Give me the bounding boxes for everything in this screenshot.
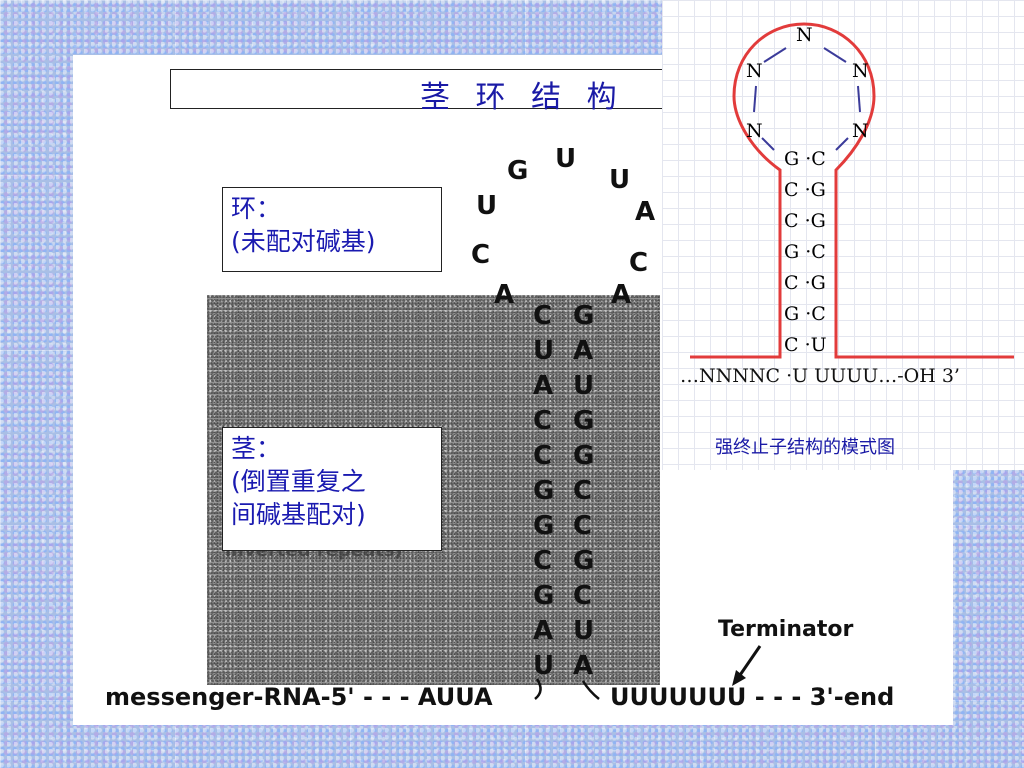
stem-right-base: G [573,546,595,576]
loop-base: A [611,280,632,310]
loop-node: N [852,120,869,142]
stem-left-base: A [533,371,554,401]
page-title: 茎 环 结 构 [420,80,625,115]
stem-label-desc-2: 间碱基配对) [231,500,366,529]
stem-right-base: C [573,581,593,611]
stem-left-base: U [533,651,555,681]
stem-label-desc-1: (倒置重复之 [231,467,366,496]
terminator-label: Terminator [718,617,854,642]
stem-right-base: U [573,616,595,646]
stem-left-base: C [533,406,553,436]
stem-left-base: U [533,336,555,366]
stem-pair: C ·G [784,272,826,294]
loop-base: C [629,248,649,278]
loop-node: N [746,120,763,142]
stem-right-base: A [573,336,594,366]
loop-base: U [609,165,631,195]
stem-pair: C ·U [784,334,827,356]
stem-pair: C ·G [784,179,826,201]
mrna-3prime-sequence: UUUUUUU - - - 3'-end [610,683,895,711]
stem-right-base: U [573,371,595,401]
stem-right-base: G [573,441,595,471]
loop-label-desc: (未配对碱基) [231,227,376,256]
stem-pair: G ·C [784,241,826,263]
loop-base: U [555,144,577,174]
stem-left-base: C [533,546,553,576]
loop-base: U [476,191,498,221]
stem-right-base: C [573,511,593,541]
loop-base: C [471,240,491,270]
loop-label-title: 环： [231,194,282,223]
stem-right-base: G [573,406,595,436]
terminator-arrow-icon [732,645,762,686]
stem-left-base: G [533,476,555,506]
schematic-drawing [690,22,1014,359]
terminator-3prime-sequence: …NNNNC ·U UUUU…-OH 3’ [680,365,960,387]
loop-node: N [852,60,869,82]
stem-left-base: C [533,441,553,471]
stem-left-base: G [533,511,555,541]
title-box [170,69,690,109]
stem-pair: C ·G [784,210,826,232]
loop-node: N [746,60,763,82]
stem-pair: G ·C [784,303,826,325]
stem-label-box: 茎： (倒置重复之 间碱基配对) [222,427,442,551]
schematic-caption: 强终止子结构的模式图 [715,437,895,458]
loop-base: A [635,197,656,227]
stem-left-base: G [533,581,555,611]
terminator-schematic-inset: N N N N N G ·C C ·G C ·G G ·C C ·G G ·C … [662,0,1024,470]
stem-left-base: C [533,301,553,331]
stem-right-base: G [573,301,595,331]
stem-pair: G ·C [784,148,826,170]
stem-left-base: A [533,616,554,646]
mrna-5prime-sequence: messenger-RNA-5' - - - AUUA [105,683,493,711]
loop-base: G [507,156,529,186]
loop-label-box: 环： (未配对碱基) [222,187,442,272]
mrna-connector-lines [534,678,600,700]
stem-label-title: 茎： [231,434,282,463]
stem-right-base: A [573,651,594,681]
loop-base: A [494,280,515,310]
stem-right-base: C [573,476,593,506]
loop-node: N [796,24,813,46]
